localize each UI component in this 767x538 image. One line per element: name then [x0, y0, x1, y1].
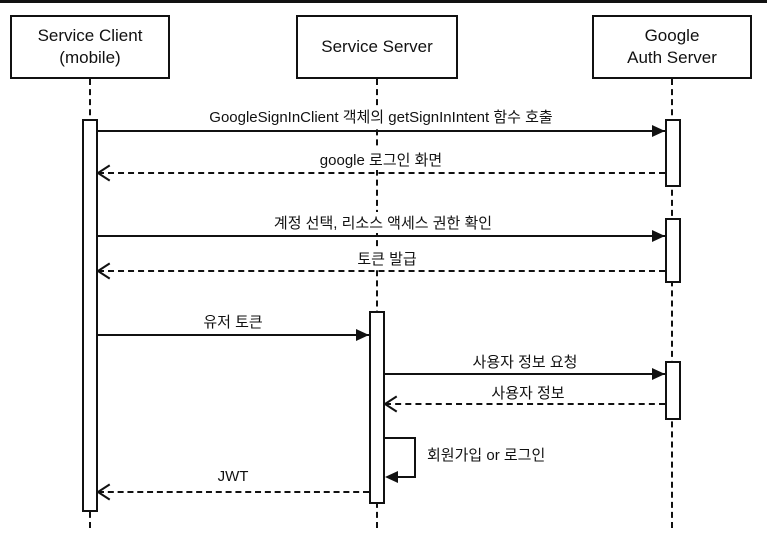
arrowhead-right-icon	[652, 230, 665, 242]
message-label: 계정 선택, 리소스 액세스 권한 확인	[270, 212, 496, 233]
activation-bar-google-2	[665, 218, 681, 283]
message-label: google 로그인 화면	[316, 149, 446, 170]
message-label: 사용자 정보	[488, 382, 568, 403]
self-message-top-line	[385, 437, 416, 439]
message-line	[98, 172, 665, 174]
actor-label-line1: Google	[644, 25, 700, 45]
message-label: JWT	[214, 468, 252, 485]
message-line	[98, 130, 665, 132]
arrowhead-right-icon	[356, 329, 369, 341]
message-line	[98, 235, 665, 237]
actor-box-service-client: Service Client (mobile)	[10, 15, 170, 79]
message-label: 회원가입 or 로그인	[424, 444, 549, 465]
arrowhead-right-icon	[652, 368, 665, 380]
actor-label-line2: (mobile)	[59, 48, 121, 67]
actor-box-google-auth-server: Google Auth Server	[592, 15, 752, 79]
message-line	[98, 270, 665, 272]
message-label: 유저 토큰	[200, 311, 266, 332]
self-message-side-line	[414, 437, 416, 477]
actor-label-line1: Service Client	[37, 25, 143, 45]
top-rule	[0, 0, 767, 3]
lifeline-service-server	[376, 79, 378, 528]
activation-bar-service-server	[369, 311, 385, 504]
arrowhead-right-icon	[652, 125, 665, 137]
actor-label-line2: Auth Server	[627, 48, 717, 67]
lifeline-google-auth-server	[671, 79, 673, 528]
self-message-bottom-line	[397, 476, 416, 478]
message-line	[98, 491, 369, 493]
message-line	[385, 373, 665, 375]
message-line	[98, 334, 369, 336]
activation-bar-service-client	[82, 119, 98, 512]
message-line	[385, 403, 665, 405]
actor-label-line1: Service Server	[321, 36, 433, 56]
message-label: GoogleSignInClient 객체의 getSignInIntent 함…	[206, 106, 556, 127]
arrowhead-left-icon	[385, 471, 398, 483]
activation-bar-google-1	[665, 119, 681, 187]
message-label: 토큰 발급	[354, 248, 420, 269]
message-label: 사용자 정보 요청	[469, 351, 581, 372]
activation-bar-google-3	[665, 361, 681, 420]
actor-box-service-server: Service Server	[296, 15, 458, 79]
